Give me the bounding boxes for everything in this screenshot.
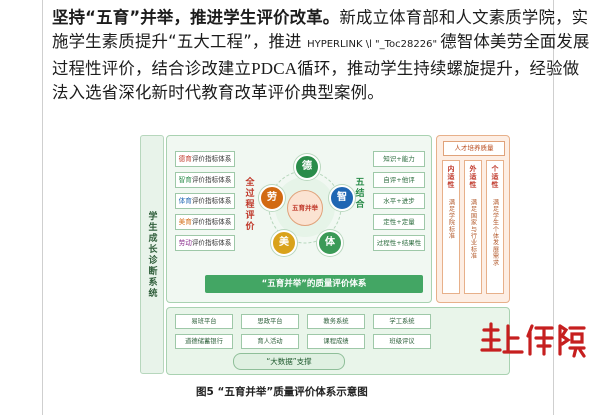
eval-item-labor: 劳动评价指标体系 [175,235,235,251]
page-frame [42,0,554,415]
internal-fit-column: 内适性 满足学院标准 [442,160,460,294]
field-code-text: HYPERLINK \l "_Toc28226" [307,39,441,50]
comb-item: 知识+能力 [373,151,425,167]
platform-item: 学工系统 [373,314,431,329]
watermark-logo-icon [480,322,586,358]
whole-process-label: 全过程评价 [245,178,255,232]
platform-item: 育人活动 [241,334,299,349]
platform-grid: 易班平台 思政平台 教务系统 学工系统 道德储蓄银行 育人活动 课程成绩 班级评… [175,314,435,349]
eval-item-intellectual: 智育评价指标体系 [175,172,235,188]
eval-item-aesthetic: 美育评价指标体系 [175,214,235,230]
individual-fit-column: 个适性 满足学生个体发展需求 [486,160,504,294]
platform-support-box: 易班平台 思政平台 教务系统 学工系统 道德储蓄银行 育人活动 课程成绩 班级评… [166,307,510,375]
circle-moral: 德 [294,154,320,180]
pdca-text: PDCA [251,59,298,78]
evaluation-index-list: 德育评价指标体系 智育评价指标体系 体育评价指标体系 美育评价指标体系 劳动评价… [175,151,235,256]
paragraph-body-2: 德智体美劳全面发展过程性评价，结合诊改建立 [52,32,590,78]
growth-diagnosis-bar: 学生成长诊断系统 [140,135,164,374]
paragraph-body-3: 循环，推动学生持续螺旋提升，经验做法入选省深化新时代教育改革评价典型案例。 [52,59,580,102]
comb-item: 自评+他评 [373,172,425,188]
platform-item: 道德储蓄银行 [175,334,233,349]
circle-physical: 体 [317,230,343,256]
five-combination-label: 五结合 [355,178,365,210]
paragraph-body-1: 新成立体育部和人文素质学院，实施学生素质提升“五大工程”，推进 [52,8,589,51]
eval-item-moral: 德育评价指标体系 [175,151,235,167]
figure-caption: 图5 “五育并举”质量评价体系示意图 [196,386,368,398]
growth-diagnosis-label: 学生成长诊断系统 [146,210,157,299]
paragraph-lead: 坚持“五育”并举，推进学生评价改革。 [52,8,340,27]
evaluation-main-box: 德育评价指标体系 智育评价指标体系 体育评价指标体系 美育评价指标体系 劳动评价… [166,135,432,303]
five-education-wheel: 德 智 体 美 劳 五育并举 [259,148,355,276]
platform-item: 教务系统 [307,314,365,329]
platform-item: 易班平台 [175,314,233,329]
comb-item: 水平+进步 [373,193,425,209]
platform-item: 思政平台 [241,314,299,329]
article-paragraph: 坚持“五育”并举，推进学生评价改革。新成立体育部和人文素质学院，实施学生素质提升… [52,6,592,105]
comb-item: 过程性+结果性 [373,235,425,251]
circle-labor: 劳 [259,185,285,211]
center-five-education: 五育并举 [287,190,323,226]
external-fit-column: 外适性 满足国家与行业标准 [464,160,482,294]
talent-quality-title: 人才培养质量 [443,141,505,156]
quality-evaluation-diagram: 学生成长诊断系统 德育评价指标体系 智育评价指标体系 体育评价指标体系 美育评价… [140,135,510,375]
platform-item: 班级评议 [373,334,431,349]
big-data-support-bar: “大数据”支撑 [233,353,345,370]
circle-intellectual: 智 [329,185,355,211]
platform-item: 课程成绩 [307,334,365,349]
eval-item-physical: 体育评价指标体系 [175,193,235,209]
talent-quality-box: 人才培养质量 内适性 满足学院标准 外适性 满足国家与行业标准 个适性 满足学生… [436,135,510,303]
combination-list: 知识+能力 自评+他评 水平+进步 定性+定量 过程性+结果性 [373,151,425,256]
comb-item: 定性+定量 [373,214,425,230]
circle-aesthetic: 美 [271,230,297,256]
quality-system-bar: “五育并举”的质量评价体系 [205,275,423,293]
